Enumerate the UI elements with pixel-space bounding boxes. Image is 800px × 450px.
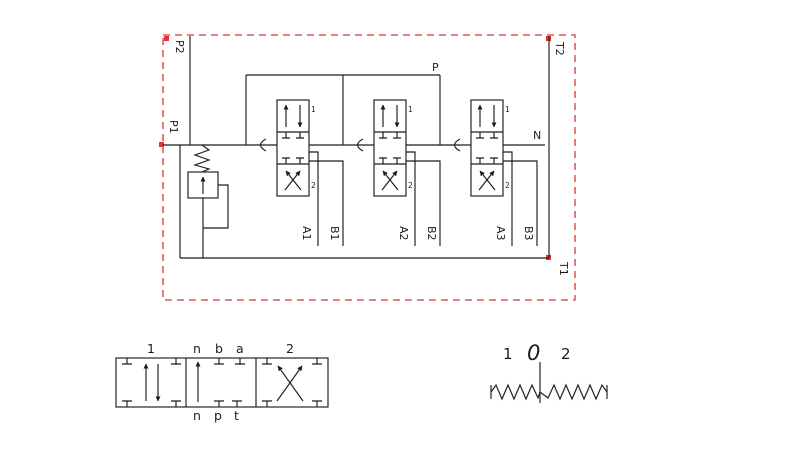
port-label-p1: P1 [167, 120, 180, 134]
legend-position-1-label: 1 [147, 341, 155, 356]
spool-position-2-label: 2 [311, 181, 316, 190]
check-valve-icon [356, 138, 364, 152]
relief-spring-icon [193, 144, 211, 173]
spool-envelope [373, 99, 407, 197]
cross-arrow-icon [285, 170, 302, 191]
spool-position-1-label: 1 [505, 105, 510, 114]
spool-dividers [471, 131, 503, 165]
work-port-a-line [503, 151, 513, 246]
port-label-b2: B2 [425, 226, 438, 241]
port-label-t1: T1 [557, 261, 570, 276]
relief-valve [187, 144, 229, 258]
port-marker-p1 [159, 142, 164, 147]
spool-envelope [470, 99, 504, 197]
port-label-a1: A1 [300, 226, 313, 241]
cross-arrow-icon [284, 170, 301, 191]
port-label-b1: B1 [328, 226, 341, 241]
blocked-port-icons [379, 132, 401, 164]
valve-body-boundary [162, 34, 576, 301]
spring-centering-detail: 1 0 2 [490, 341, 608, 403]
spring-position-0-label: 0 [527, 341, 540, 365]
legend-port-t-label: t [234, 408, 239, 423]
spool-symbol [373, 99, 407, 197]
valve-section-1: 1 2 A1 B1 [245, 75, 344, 246]
port-label-n: N [533, 129, 541, 142]
work-port-b-line [406, 160, 441, 246]
port-label-a2: A2 [397, 226, 410, 241]
legend-position-2-label: 2 [286, 341, 294, 356]
work-port-b-line [503, 160, 538, 246]
spool-dividers [277, 131, 309, 165]
right-spring-icon [539, 383, 608, 401]
work-port-b-line [309, 160, 344, 246]
cross-arrow-icon [478, 170, 495, 191]
spool-symbol [470, 99, 504, 197]
legend-port-p-label: p [214, 408, 222, 423]
spool-position-1-label: 1 [408, 105, 413, 114]
blocked-port-icons [262, 358, 322, 407]
blocked-port-icons [214, 358, 245, 407]
check-valve-icon [453, 138, 461, 152]
spool-dividers [374, 131, 406, 165]
legend-port-b-label: b [215, 341, 223, 356]
spool-position-2-label: 2 [505, 181, 510, 190]
legend-port-a-label: a [236, 341, 244, 356]
spool-envelope [276, 99, 310, 197]
spool-legend: 1 n b a 2 n p t [115, 341, 329, 423]
legend-port-n-top-label: n [193, 341, 201, 356]
left-spring-icon [490, 383, 541, 401]
port-label-b3: B3 [522, 226, 535, 241]
legend-cell-dividers [185, 358, 257, 407]
port-label-p: P [432, 61, 439, 74]
spool-position-1-label: 1 [311, 105, 316, 114]
port-label-a3: A3 [494, 226, 507, 241]
work-port-a-line [309, 151, 319, 246]
cross-arrow-icon [479, 170, 496, 191]
cross-arrow-icon [382, 170, 399, 191]
legend-outline [115, 357, 329, 408]
relief-pilot-line [203, 184, 229, 229]
port-label-t2: T2 [553, 41, 566, 56]
cross-arrow-icon [381, 170, 398, 191]
port-marker-p2 [164, 36, 169, 41]
blocked-port-icons [282, 132, 304, 164]
spool-position-2-label: 2 [408, 181, 413, 190]
blocked-port-icons [122, 358, 181, 407]
spool-symbol [276, 99, 310, 197]
legend-port-n-bottom-label: n [193, 408, 201, 423]
cross-arrow-icon [276, 365, 303, 402]
cross-arrow-icon [277, 365, 304, 402]
blocked-port-icons [476, 132, 498, 164]
spring-position-2-label: 2 [561, 345, 571, 363]
spring-position-1-label: 1 [503, 345, 513, 363]
valve-section-2: 1 2 A2 B2 [342, 75, 441, 246]
valve-section-3: 1 2 A3 B3 [439, 75, 538, 246]
check-valve-icon [259, 138, 267, 152]
work-port-a-line [406, 151, 416, 246]
port-label-p2: P2 [173, 40, 186, 54]
